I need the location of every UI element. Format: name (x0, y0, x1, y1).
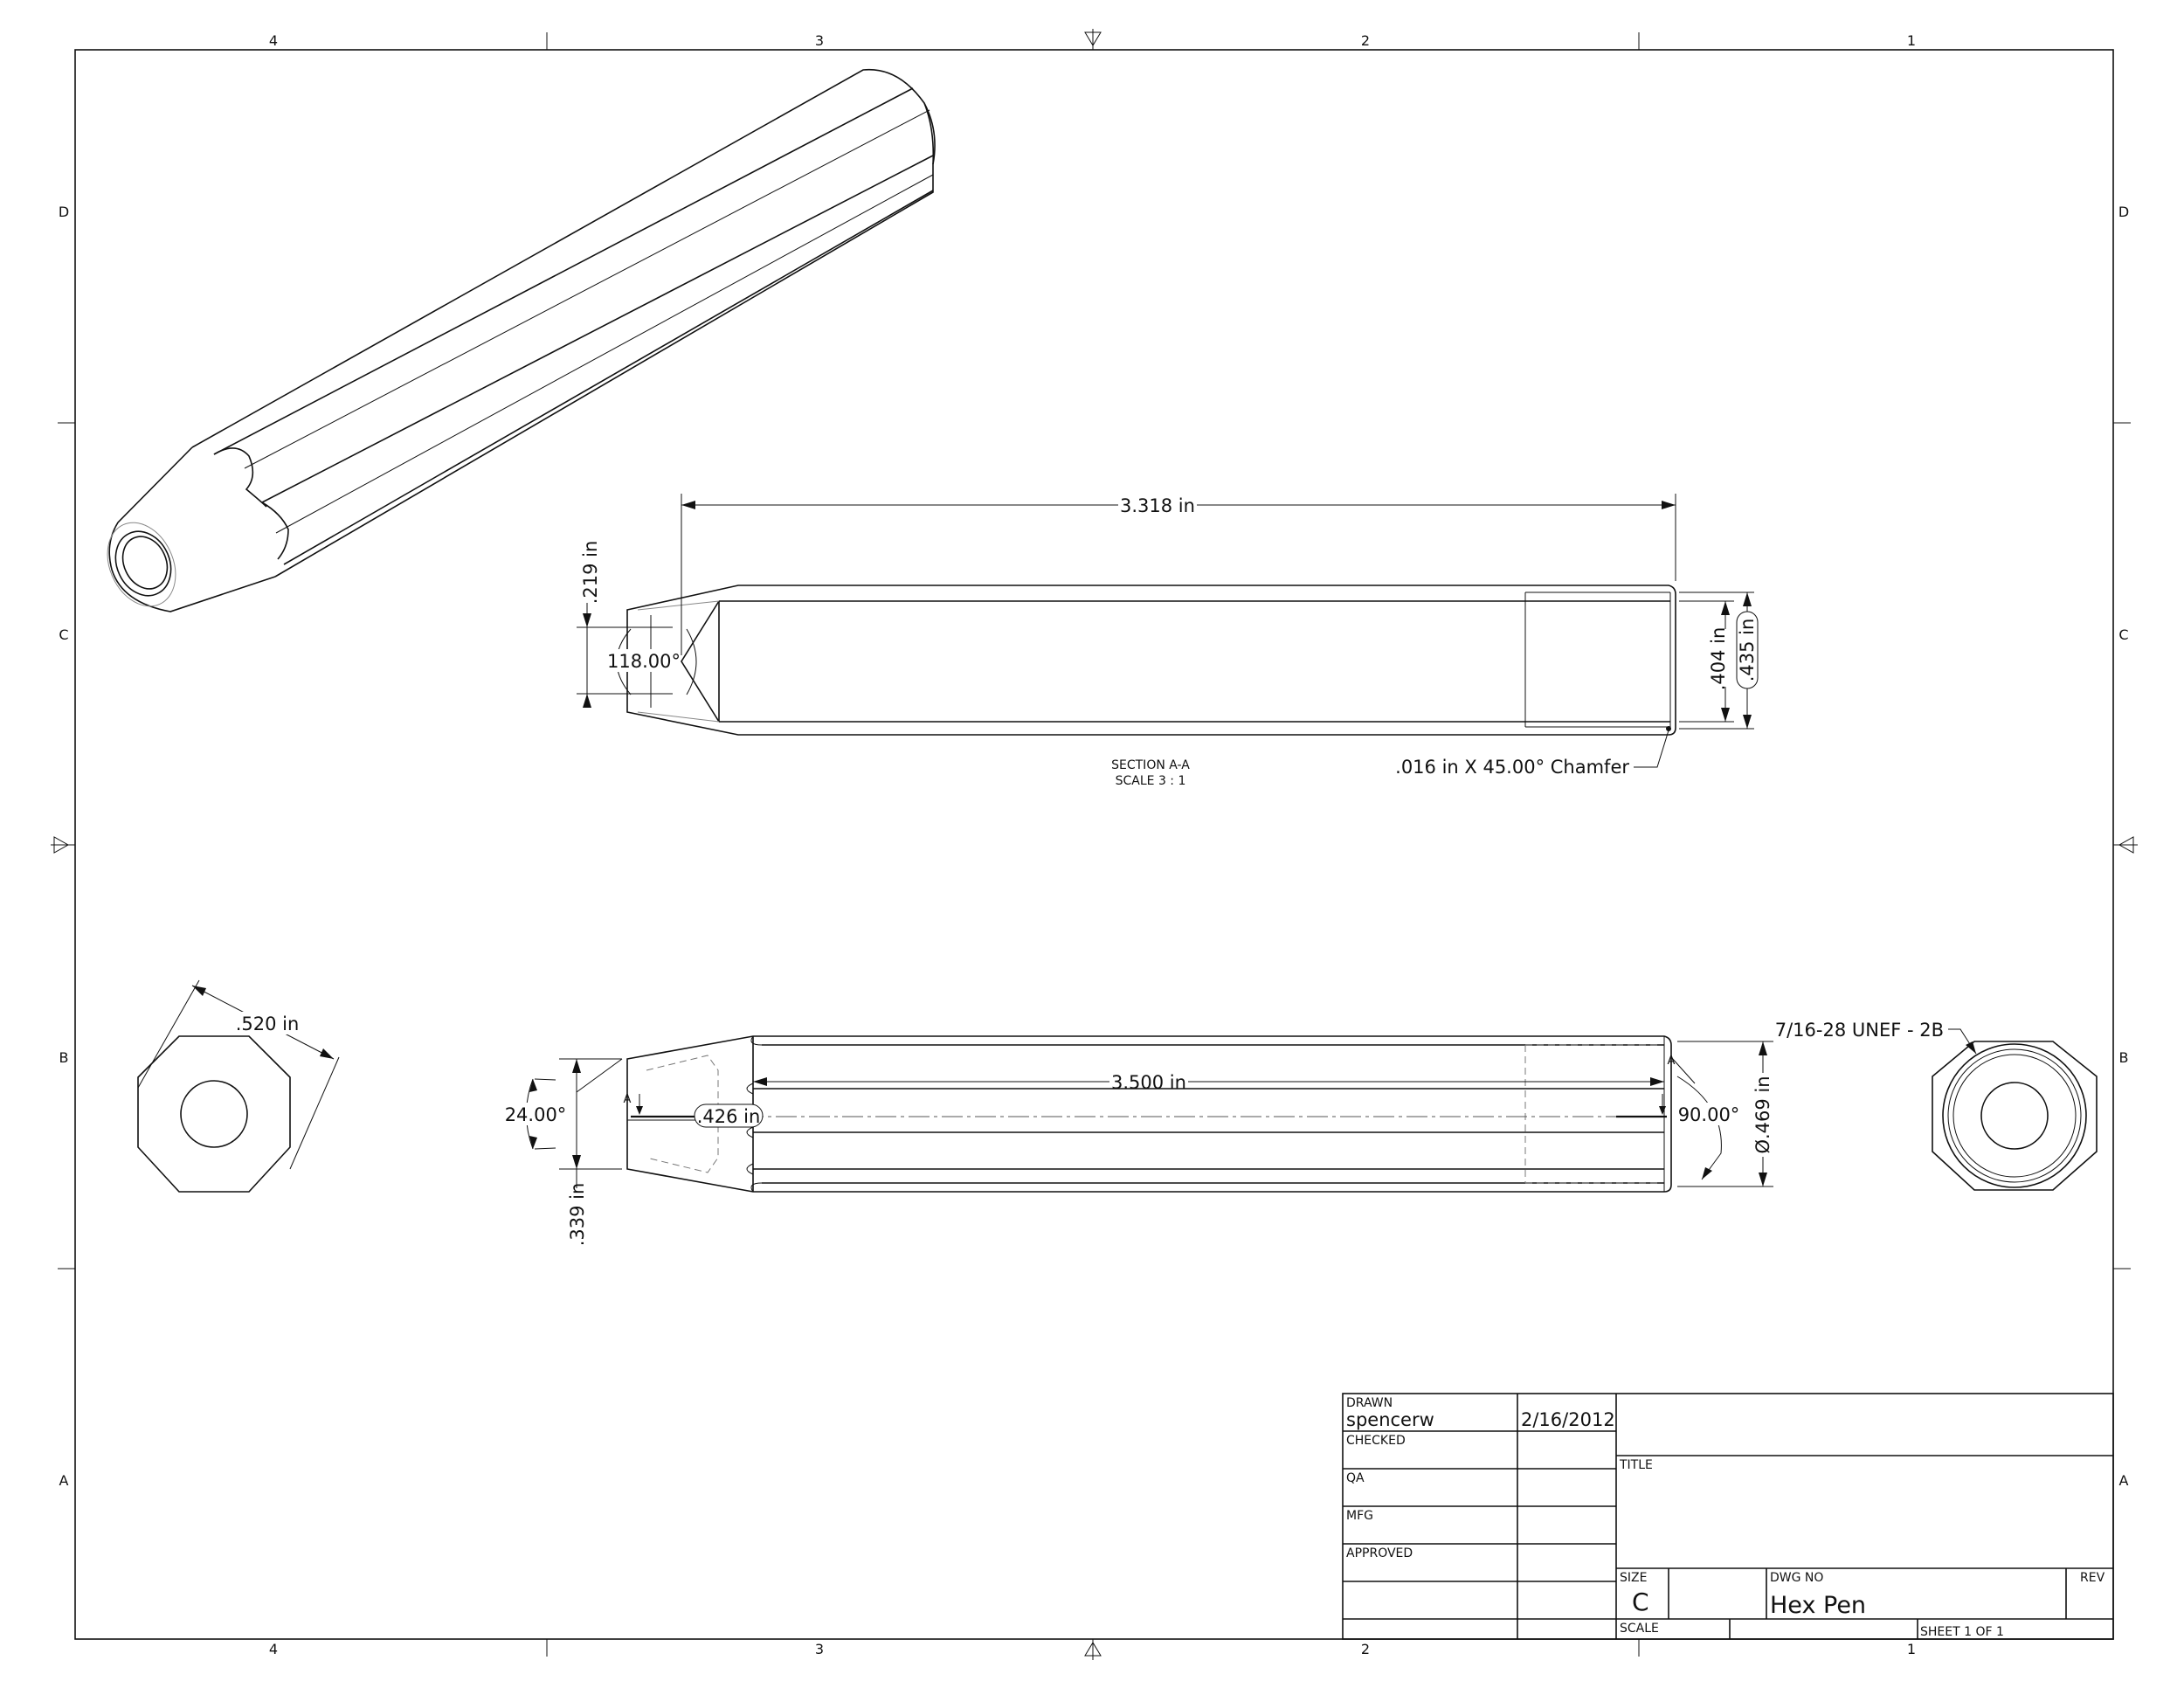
dim-taper-angle: 24.00° (505, 1104, 567, 1125)
iso-cone (108, 446, 276, 612)
zone-row-left-B: B (59, 1049, 69, 1066)
tb-size-value: C (1632, 1588, 1649, 1616)
section-label: SECTION A-A (1111, 758, 1190, 772)
tb-drawn-label: DRAWN (1346, 1396, 1393, 1410)
zone-col-top-3: 3 (815, 32, 824, 49)
section-mark-right: A (1668, 1055, 1676, 1068)
zone-col-top-4: 4 (269, 32, 278, 49)
tb-rev-label: REV (2080, 1571, 2105, 1585)
title-block: DRAWN spencerw 2/16/2012 CHECKED QA MFG … (1342, 1393, 2114, 1640)
dim-front-length: 3.500 in (1111, 1072, 1186, 1093)
front-view: A A 3.500 in .426 in 24.00° .339 in (505, 1035, 1775, 1247)
end-bore (180, 1080, 248, 1148)
dim-body-dia: Ø.469 in (1752, 1076, 1773, 1153)
border-frame (74, 49, 2114, 1640)
zone-row-right-C: C (2118, 626, 2128, 643)
tb-drawn-by: spencerw (1346, 1409, 1434, 1430)
zone-row-left-D: D (59, 204, 69, 220)
centering-mark-top (1084, 29, 1102, 50)
chamfer-note: .016 in X 45.00° Chamfer (1395, 757, 1629, 778)
zone-col-top-1: 1 (1907, 32, 1916, 49)
tb-dwg-no-value: Hex Pen (1770, 1592, 1866, 1619)
dim-tip-length: .339 in (567, 1183, 588, 1247)
end-right-bore (1980, 1082, 2049, 1150)
hex-end-right-outline (1932, 1041, 2098, 1191)
zone-col-bottom-4: 4 (269, 1641, 278, 1657)
zone-row-left-C: C (59, 626, 68, 643)
iso-tip-outer (107, 522, 176, 607)
zone-col-top-2: 2 (1361, 32, 1370, 49)
section-scale: SCALE 3 : 1 (1116, 774, 1186, 788)
dim-section-offset: .219 in (580, 541, 601, 605)
drawing-border: 4 3 2 1 4 3 2 1 D C B A D C B A (51, 29, 2138, 1660)
section-outline (626, 585, 1676, 736)
dim-across-flats: .520 in (236, 1013, 300, 1034)
tb-scale-label: SCALE (1620, 1622, 1659, 1636)
tb-sheet: SHEET 1 OF 1 (1920, 1625, 2004, 1639)
centering-mark-bottom (1084, 1639, 1102, 1660)
zone-row-right-B: B (2119, 1049, 2129, 1066)
thread-callout: 7/16-28 UNEF - 2B (1775, 1020, 1944, 1041)
dim-tip-dia: .426 in (697, 1106, 761, 1127)
iso-body-outline (191, 68, 936, 578)
centering-mark-right (2113, 836, 2138, 854)
dim-drill-angle: 118.00° (607, 651, 681, 672)
zone-row-left-A: A (59, 1472, 69, 1489)
zone-row-right-A: A (2119, 1472, 2129, 1489)
zone-row-right-D: D (2118, 204, 2129, 220)
tb-approved-label: APPROVED (1346, 1546, 1413, 1560)
centering-mark-left (51, 836, 75, 854)
tb-dwg-no-label: DWG NO (1770, 1571, 1823, 1585)
section-mark-left: A (624, 1093, 632, 1106)
dim-inner-dia: .404 in (1708, 627, 1729, 691)
isometric-view (107, 68, 936, 612)
iso-tip-bore (121, 536, 169, 590)
tb-mfg-label: MFG (1346, 1509, 1373, 1523)
end-view-left: .520 in (137, 979, 340, 1193)
tb-qa-label: QA (1346, 1471, 1365, 1485)
tb-checked-label: CHECKED (1346, 1434, 1406, 1448)
zone-col-bottom-3: 3 (815, 1641, 824, 1657)
tb-title-label: TITLE (1619, 1458, 1653, 1472)
dim-outer-dia: .435 in (1737, 619, 1758, 682)
hex-end-outline (137, 1035, 291, 1193)
dim-section-length: 3.318 in (1120, 495, 1195, 516)
tb-size-label: SIZE (1620, 1571, 1647, 1585)
tb-drawn-date: 2/16/2012 (1521, 1409, 1615, 1430)
zone-col-bottom-2: 2 (1361, 1641, 1370, 1657)
end-view-right: 7/16-28 UNEF - 2B (1775, 1020, 2098, 1191)
dim-chamfer-angle: 90.00° (1678, 1104, 1740, 1125)
zone-col-bottom-1: 1 (1907, 1641, 1916, 1657)
section-view-a-a: 3.318 in .219 in 118.00° .404 in .435 in (577, 494, 1759, 788)
